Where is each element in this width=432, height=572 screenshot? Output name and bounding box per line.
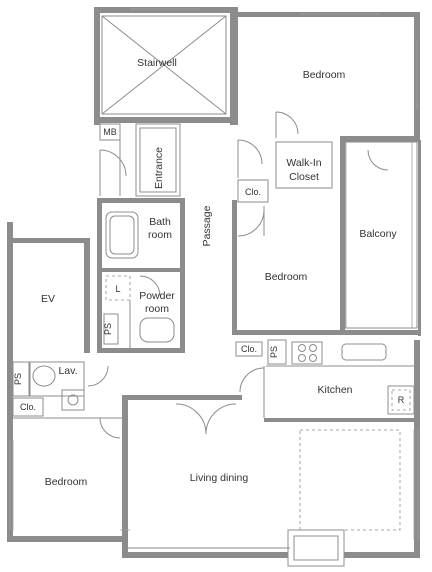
label-ps-mid: PS [103,323,113,335]
label-bedroom-bottom: Bedroom [45,476,88,488]
label-clo-upper: Clo. [245,187,261,197]
label-bedroom-mid: Bedroom [265,271,308,283]
label-passage: Passage [201,205,213,246]
label-kitchen: Kitchen [317,384,352,396]
label-mb: MB [103,127,117,137]
label-l: L [115,284,120,294]
interior-lines [9,8,419,567]
label-bedroom-top: Bedroom [303,69,346,81]
label-ev: EV [41,293,55,305]
label-entrance: Entrance [153,147,165,189]
label-powder-line2: room [145,303,169,315]
label-walk-in-closet-line1: Walk-In [286,157,321,169]
label-ps-kitchen: PS [269,346,279,358]
label-walk-in-closet-line2: Closet [289,171,319,183]
room-labels: Stairwell Bedroom MB Entrance Passage Wa… [13,57,405,488]
label-r: R [398,395,405,405]
label-powder-line1: Powder [139,290,175,302]
label-balcony: Balcony [359,228,397,240]
label-lav: Lav. [58,365,77,377]
label-clo-left: Clo. [20,402,36,412]
label-stairwell: Stairwell [137,57,177,69]
label-living-dining: Living dining [190,472,249,484]
label-ps-left: PS [13,373,23,385]
walls [7,7,421,558]
label-bath-line1: Bath [149,216,171,228]
label-clo-kitchen: Clo. [241,344,257,354]
label-bath-line2: room [148,229,172,241]
